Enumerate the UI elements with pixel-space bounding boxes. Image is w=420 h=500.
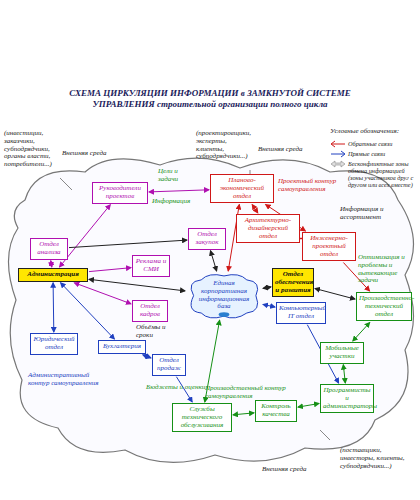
info-link [263,304,275,307]
note-label: Административный контур самоуправления [28,372,108,388]
node-text: Бухгалтерия [101,343,143,351]
department-box: Инженерно-проектный отдел [302,232,356,261]
legend-text: Бесконфликтные зоны обмена информацией (… [348,160,418,188]
department-box: Контроль качества [255,400,297,422]
note-label: Условные обозначения: [330,128,418,136]
note-label: Цели и задачи [158,168,188,184]
info-link [343,365,345,383]
node-text: Реклама и СМИ [135,258,167,274]
node-text: Отдел обеспечения и развития [275,271,311,294]
node-text: Отдел закупок [191,231,223,247]
department-box: Юридический отдел [30,333,78,355]
node-text: Единая корпоративная информационная база [192,280,256,311]
node-text: Архитектурно-дизайнерский отдел [239,217,297,240]
department-box: Отдел анализа [30,238,68,260]
node-text: Контроль качества [258,403,294,419]
note-label: Производственный контур самоуправления [205,385,315,401]
legend-row: Обратные связи [330,140,418,148]
node-text: Отдел продаж [155,357,183,373]
info-link [89,279,185,291]
note-label: (поставщики, инвесторы, клиенты, субподр… [340,447,414,470]
department-box: Реклама и СМИ [132,255,170,277]
info-link [69,240,187,248]
department-box: Планово-экономический отдел [210,174,274,203]
info-link [263,287,271,289]
node-text: Программисты и администраторы [323,387,371,410]
info-link [51,261,52,267]
node-text: Руководители проектов [95,185,145,201]
node-text: Юридический отдел [33,336,75,352]
note-label: Бюджеты и оценки [146,384,206,392]
note-label: Внешняя среда [258,146,308,154]
department-box: Компьютерный IT отдел [276,302,326,324]
legend-sample [330,140,346,148]
legend-sample [330,150,346,158]
department-box: Отдел продаж [152,354,186,376]
legend-row: Прямые связи [330,150,418,158]
note-label: Оптимизация и проблемы и вытекающие зада… [358,254,408,285]
department-box: Отдел закупок [188,228,226,250]
node-text: Службы технического обслуживания [175,406,229,429]
department-box: Службы технического обслуживания [172,403,232,432]
info-link [61,283,115,339]
legend-text: Прямые связи [348,150,385,157]
department-box: Администрация [18,268,88,282]
system-cloud [8,158,413,462]
legend-text: Обратные связи [348,140,392,147]
note-label: Информация [152,198,186,206]
node-text: Планово-экономический отдел [213,177,271,200]
node-text: Компьютерный IT отдел [279,305,323,321]
legend-sample [330,160,346,168]
info-link [298,404,319,408]
legend-row: Бесконфликтные зоны обмена информацией (… [330,160,418,188]
department-box: Архитектурно-дизайнерский отдел [236,214,300,243]
info-link [89,268,131,272]
note-label: Проектный контур самоуправления [278,178,340,194]
note-label: Объёмы и сроки [136,324,180,340]
info-link [252,205,258,214]
info-link [233,413,254,415]
department-box: Руководители проектов [92,182,148,204]
legend: Обратные связиПрямые связиБесконфликтные… [330,140,418,190]
info-link [143,355,151,358]
info-link [211,251,217,271]
department-box: Отдел обеспечения и развития [272,268,314,297]
info-link [353,323,370,342]
note-label: Внешняя среда [262,466,312,474]
node-text: Отдел кадров [135,303,165,319]
node-text: Производственно-технический отдел [359,295,409,318]
info-link [74,283,131,304]
note-label: Внешняя среда [62,150,110,158]
external-arrows [60,170,330,440]
note-label: (инвестиции, заказчики, субподрядчики, о… [4,130,62,169]
diagram-title: СХЕМА ЦИРКУЛЯЦИИ ИНФОРМАЦИИ в ЗАМКНУТОЙ … [40,88,380,111]
department-box: Программисты и администраторы [320,384,374,413]
department-box: Отдел кадров [132,300,168,322]
department-box: Производственно-технический отдел [356,292,412,321]
department-box: Бухгалтерия [98,340,146,354]
node-text: Отдел анализа [33,241,65,257]
node-text: Администрация [21,271,85,279]
info-link [53,283,55,332]
note-label: (проектировщики, эксперты, клиенты, субп… [196,130,254,161]
info-link [149,190,209,192]
note-label: Информация и ассортимент [340,206,392,222]
node-text: Мобильные участки [323,345,361,361]
node-text: Инженерно-проектный отдел [305,235,353,258]
database-cloud: Единая корпоративная информационная база [186,272,262,319]
info-link [315,289,355,300]
department-box: Мобильные участки [320,342,364,364]
